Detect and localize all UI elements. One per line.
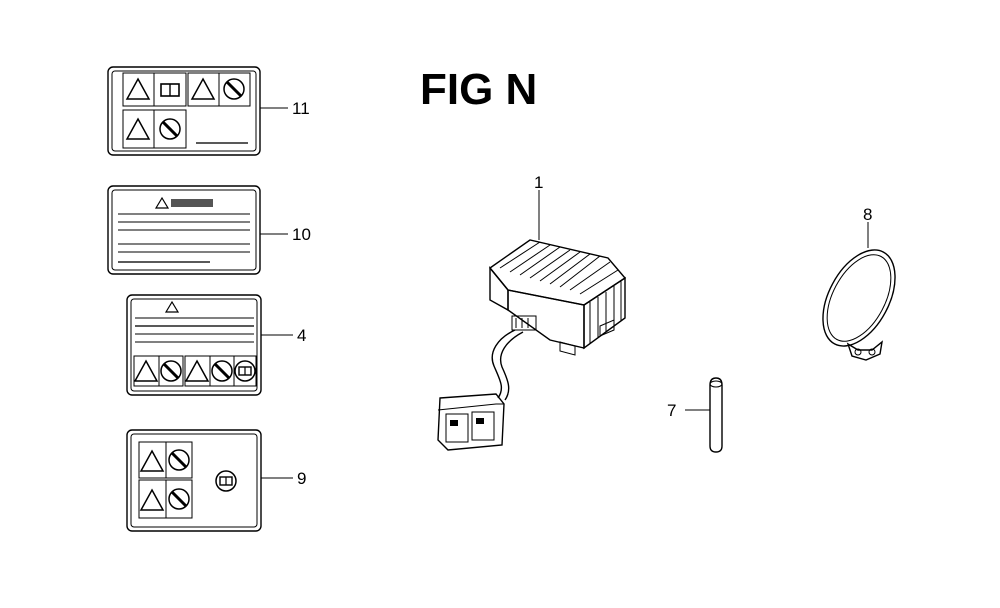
callout-7: 7 [667,401,676,420]
label-9-sticker [126,429,262,532]
prohibition-circle-icon [167,448,191,472]
band-part [822,249,896,361]
warning-triangle-icon [134,360,158,382]
warning-triangle-icon [185,360,209,382]
warning-triangle-icon [191,78,215,100]
warning-triangle-icon [140,489,164,511]
prohibition-circle-icon [210,359,234,383]
manual-book-icon [215,470,237,492]
figure-title: FIG N [420,65,537,114]
manual-book-icon [234,360,256,382]
prohibition-circle-icon [167,487,191,511]
label-11-sticker [107,66,261,156]
callout-8: 8 [863,205,872,224]
prohibition-circle-icon [158,117,182,141]
warning-triangle-icon [126,78,150,100]
warning-triangle-icon [140,450,164,472]
callout-11: 11 [292,99,310,118]
regulator-rectifier-part [437,239,627,451]
callout-10: 10 [292,225,311,244]
prohibition-circle-icon [222,77,246,101]
label-10-sticker [107,185,261,275]
callout-4: 4 [297,326,306,345]
manual-book-icon [160,83,180,97]
pin-part [709,377,723,453]
callout-9: 9 [297,469,306,488]
label-4-sticker [126,294,262,396]
warning-triangle-icon [126,118,150,140]
prohibition-circle-icon [159,359,183,383]
callout-1: 1 [534,173,543,192]
